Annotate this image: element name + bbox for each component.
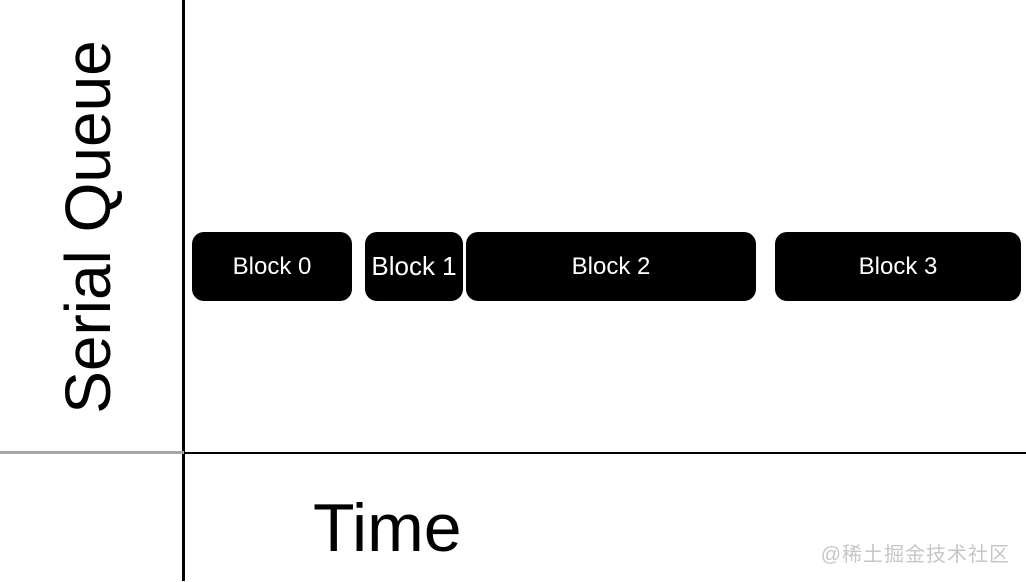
block-0-label: Block 0	[232, 252, 312, 280]
block-1: Block 1	[365, 232, 463, 301]
block-3: Block 3	[775, 232, 1021, 301]
watermark: @稀土掘金技术社区	[820, 544, 1010, 566]
baseline-right-segment	[184, 452, 1026, 454]
y-axis-line	[182, 0, 185, 581]
block-3-label: Block 3	[858, 252, 938, 280]
block-2-label: Block 2	[571, 252, 651, 280]
block-1-label: Block 1	[371, 251, 457, 281]
y-axis-label: Serial Queue	[52, 40, 124, 414]
x-axis-label: Time	[313, 490, 462, 566]
block-0: Block 0	[192, 232, 352, 301]
block-2: Block 2	[466, 232, 756, 301]
baseline-left-segment	[0, 451, 184, 454]
